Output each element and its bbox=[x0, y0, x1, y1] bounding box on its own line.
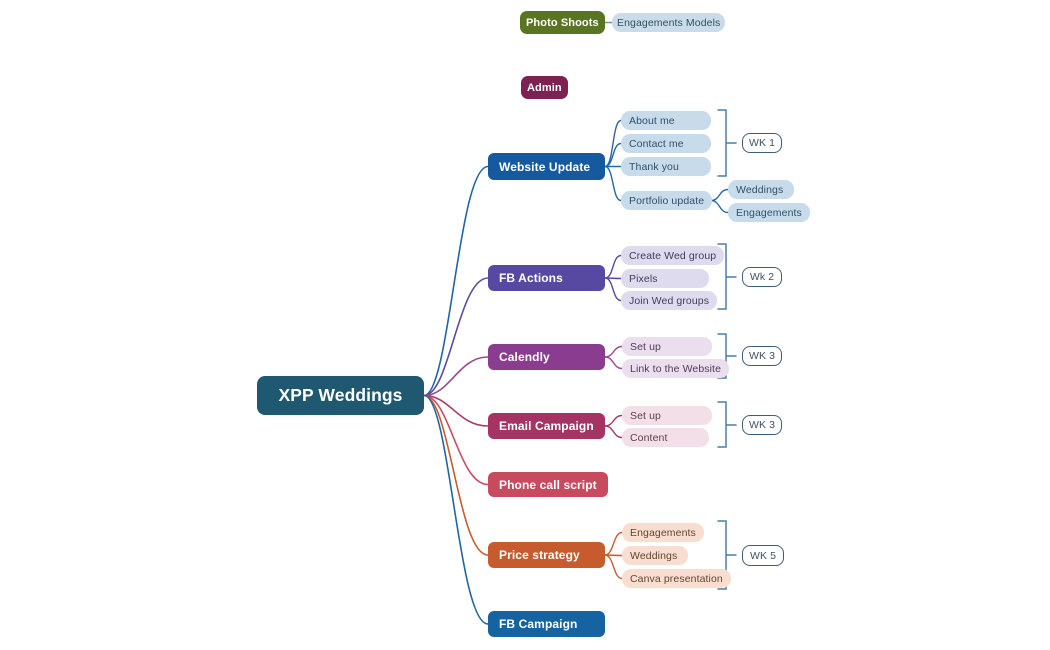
connector-central-topic-to-topic-price-strategy bbox=[423, 394, 489, 556]
child-link-to-website[interactable]: Link to the Website bbox=[622, 359, 730, 378]
connector-central-topic-to-topic-fb-campaign bbox=[423, 394, 489, 625]
connector-topic-calendly-to-child-link-to-website bbox=[604, 356, 623, 370]
week-marker-1[interactable]: WK 1 bbox=[742, 133, 782, 153]
week-marker-2[interactable]: Wk 2 bbox=[742, 267, 782, 287]
topic-admin[interactable]: Admin bbox=[521, 76, 568, 99]
child-email-set-up[interactable]: Set up bbox=[622, 406, 712, 425]
topic-calendly[interactable]: Calendly bbox=[488, 344, 605, 370]
child-calendly-set-up[interactable]: Set up bbox=[622, 337, 712, 356]
child-price-engagements[interactable]: Engagements bbox=[622, 523, 704, 542]
child-weddings-sub[interactable]: Weddings bbox=[728, 180, 794, 199]
connector-central-topic-to-topic-email-campaign bbox=[423, 394, 489, 427]
topic-fb-actions[interactable]: FB Actions bbox=[488, 265, 605, 291]
topic-phone-call-script[interactable]: Phone call script bbox=[488, 472, 608, 497]
topic-fb-campaign[interactable]: FB Campaign bbox=[488, 611, 605, 637]
child-engagements-sub[interactable]: Engagements bbox=[728, 203, 810, 222]
bracket-week-1 bbox=[717, 109, 737, 177]
week-marker-5[interactable]: WK 5 bbox=[742, 545, 784, 566]
bracket-week-3b bbox=[717, 401, 737, 448]
child-engagements-models[interactable]: Engagements Models bbox=[612, 13, 726, 32]
child-about-me[interactable]: About me bbox=[621, 111, 711, 130]
connector-central-topic-to-topic-phone-call-script bbox=[423, 394, 489, 486]
child-join-wed-groups[interactable]: Join Wed groups bbox=[621, 291, 718, 310]
child-contact-me[interactable]: Contact me bbox=[621, 134, 711, 153]
topic-website-update[interactable]: Website Update bbox=[488, 153, 605, 180]
child-content[interactable]: Content bbox=[622, 428, 709, 447]
week-marker-3b[interactable]: WK 3 bbox=[742, 415, 782, 435]
central-topic[interactable]: XPP Weddings bbox=[257, 376, 424, 415]
child-pixels[interactable]: Pixels bbox=[621, 269, 709, 288]
child-canva-presentation[interactable]: Canva presentation bbox=[622, 569, 731, 588]
week-marker-3a[interactable]: WK 3 bbox=[742, 346, 782, 366]
child-portfolio-update[interactable]: Portfolio update bbox=[621, 191, 713, 210]
connector-central-topic-to-topic-calendly bbox=[423, 356, 489, 397]
connector-child-portfolio-update-to-child-engagements-sub bbox=[710, 199, 729, 214]
child-price-weddings[interactable]: Weddings bbox=[622, 546, 688, 565]
connector-topic-fb-actions-to-child-join-wed-groups bbox=[604, 277, 622, 302]
topic-price-strategy[interactable]: Price strategy bbox=[488, 542, 605, 568]
connector-topic-email-campaign-to-child-content bbox=[604, 425, 623, 439]
child-thank-you[interactable]: Thank you bbox=[621, 157, 711, 176]
connector-central-topic-to-topic-fb-actions bbox=[423, 277, 489, 397]
bracket-week-5 bbox=[717, 520, 737, 590]
bracket-week-3a bbox=[717, 333, 737, 379]
topic-photo-shoots[interactable]: Photo Shoots bbox=[520, 11, 605, 34]
bracket-week-2 bbox=[717, 243, 737, 310]
topic-email-campaign[interactable]: Email Campaign bbox=[488, 413, 605, 439]
connector-topic-price-strategy-to-child-canva-presentation bbox=[604, 554, 623, 580]
connector-central-topic-to-topic-website-update bbox=[423, 165, 489, 397]
child-create-wed-group[interactable]: Create Wed group bbox=[621, 246, 725, 265]
connector-topic-website-update-to-child-portfolio-update bbox=[604, 165, 622, 202]
